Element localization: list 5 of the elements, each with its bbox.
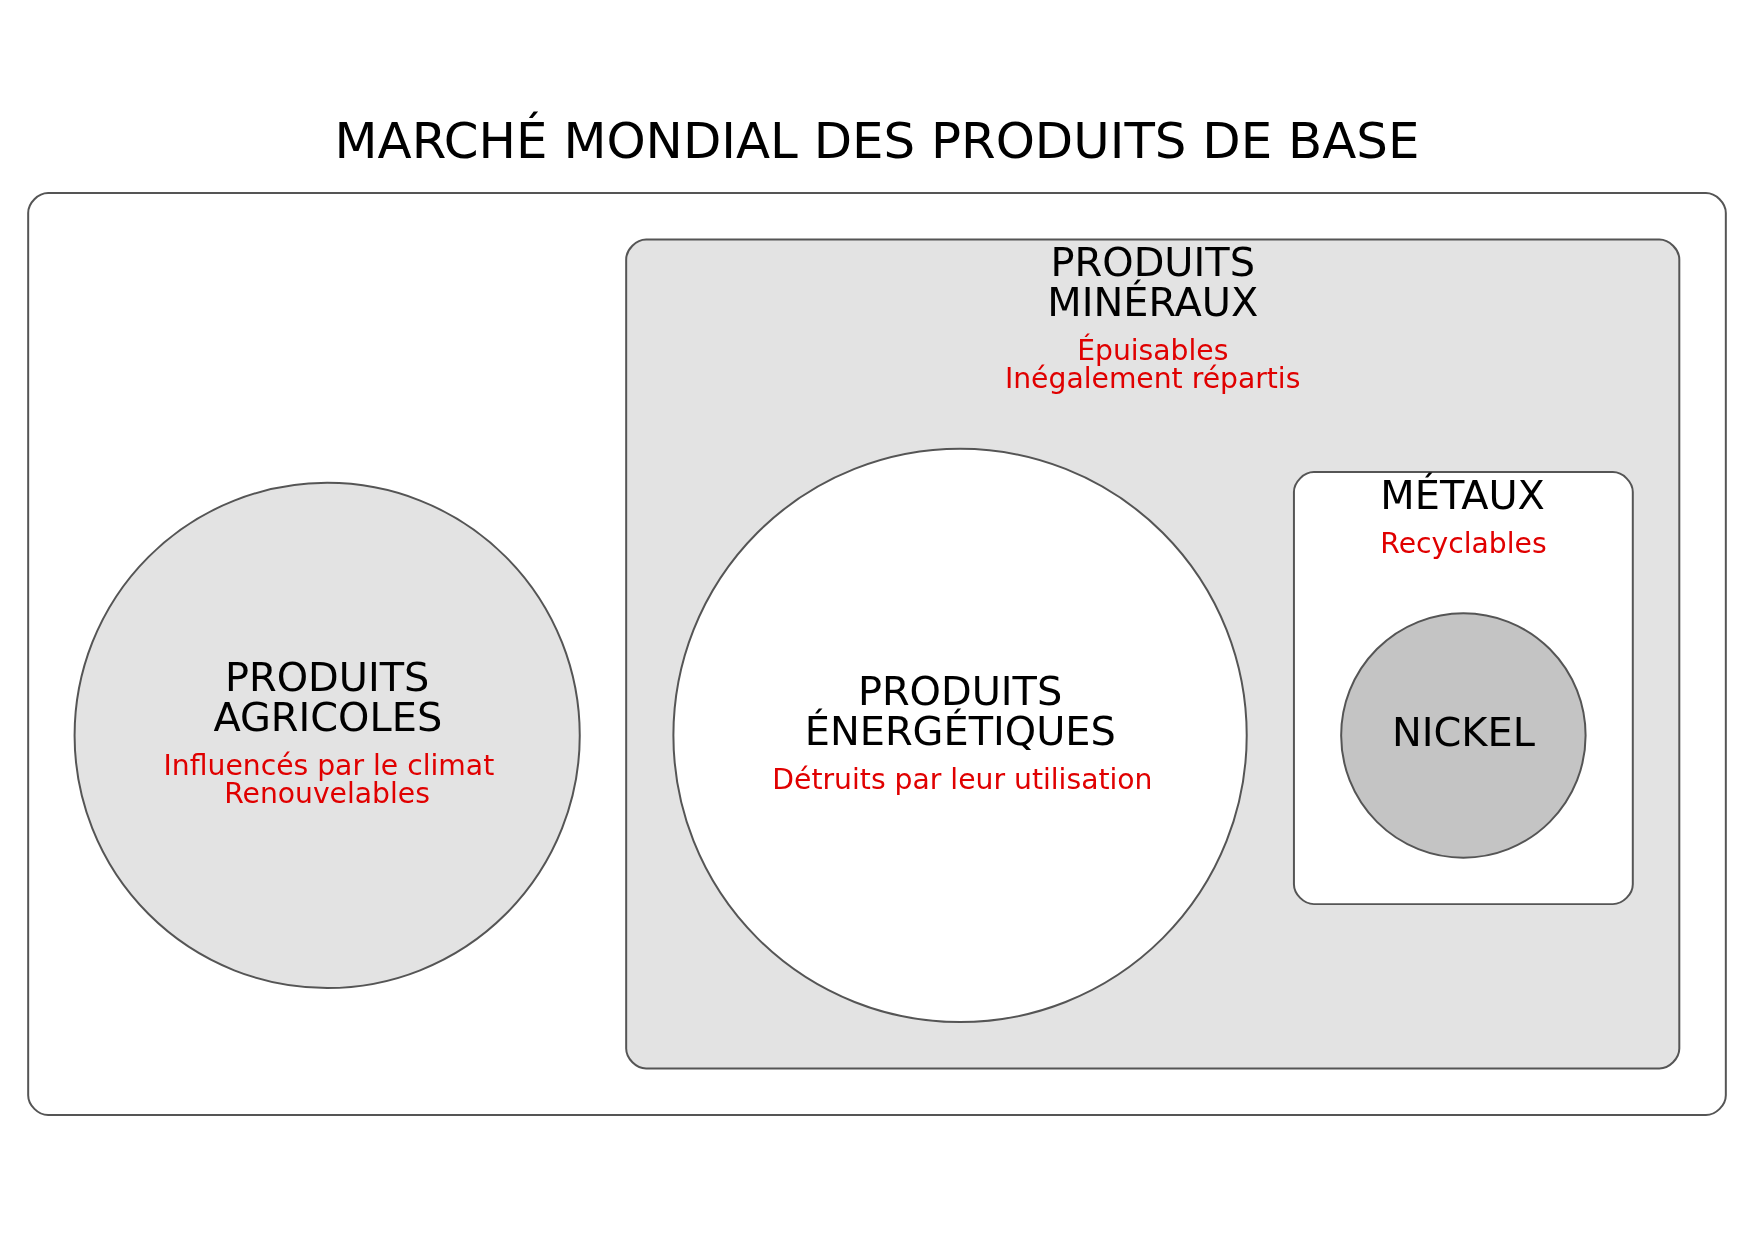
cluster [27,192,1727,1117]
diagram-title: MARCHÉ MONDIAL DES PRODUITS DE BASE [334,112,1420,171]
node-circle: PRODUITS ÉNERGÉTIQUES Détruits par leur utilisation [672,447,1248,1024]
node-circle: NICKEL [1340,612,1587,859]
node-circle: PRODUITS AGRICOLES Influencés par le climat Renouvelables [73,481,581,990]
